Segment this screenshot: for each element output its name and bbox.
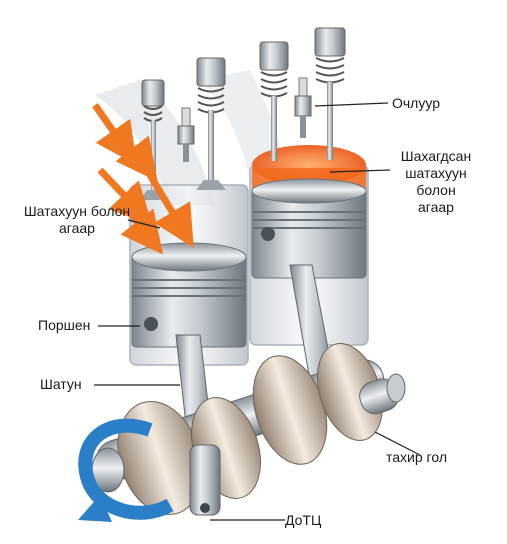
label-intake-line-2: агаар [59,220,95,236]
left-cylinder [92,57,249,366]
label-intake-line-1: Шатахуун болон [23,203,131,219]
right-intake-valve [259,41,289,161]
label-connecting-rod: Шатун [40,376,82,392]
right-spark-plug [294,77,312,138]
label-compressed-mixture: Шахагдсан шатахуун болон агаар [386,148,486,216]
label-piston: Поршен [38,317,91,333]
leader-lines [94,102,421,521]
label-compressed-line-3: болон [416,182,456,198]
right-cylinder [249,27,369,346]
label-compressed-line-2: шатахуун [405,165,467,181]
label-bdc: ДоТЦ [285,512,322,528]
label-intake-mixture: Шатахуун болон агаар [22,203,132,237]
right-exhaust-valve [314,27,346,160]
label-compressed-line-4: агаар [418,199,454,215]
left-exhaust-valve [196,57,226,190]
label-compressed-line-1: Шахагдсан [400,148,472,164]
left-spark-plug [177,107,195,162]
intake-arrows [92,102,194,255]
crankshaft [91,343,406,516]
rotation-arrow [78,418,174,522]
label-spark-plug: Очлуур [392,95,440,111]
label-crankshaft: тахир гол [386,449,447,465]
